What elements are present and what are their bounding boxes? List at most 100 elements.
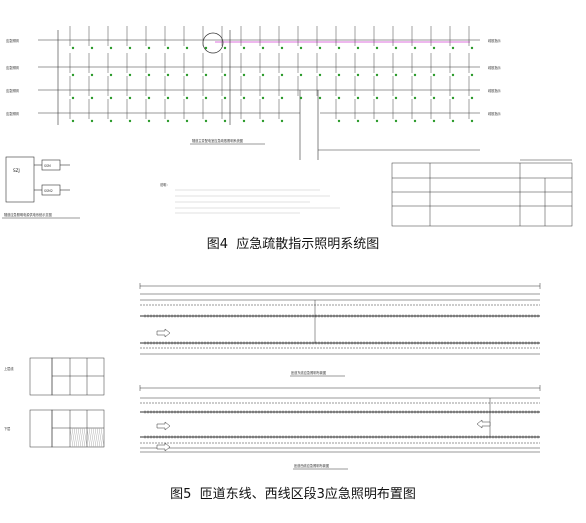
- luminaire-dot: [375, 46, 379, 50]
- luminaire-dot: [280, 96, 284, 100]
- luminaire-dot: [432, 96, 436, 100]
- luminaire-dot: [166, 119, 170, 123]
- fig5-caption: 图5 匝道东线、西线区段3应急照明布置图: [0, 483, 586, 502]
- luminaire-dot: [432, 119, 436, 123]
- luminaire-dot: [470, 73, 474, 77]
- luminaire-dot: [280, 73, 284, 77]
- hatch-line: [94, 427, 99, 448]
- luminaire-dot: [109, 96, 113, 100]
- luminaire-dot: [147, 46, 151, 50]
- luminaire-dot: [204, 119, 208, 123]
- svg-text:说明：: 说明：: [160, 182, 170, 187]
- luminaire-dot: [432, 73, 436, 77]
- fig4-luminaire-drops: [69, 26, 474, 123]
- luminaire-dot: [147, 96, 151, 100]
- luminaire-dot: [451, 119, 455, 123]
- luminaire-dot: [413, 119, 417, 123]
- luminaire-dot: [432, 46, 436, 50]
- hatch-line: [92, 427, 97, 448]
- fig4-caption-title: 应急疏散指示照明系统图: [236, 237, 380, 252]
- luminaire-dot: [166, 96, 170, 100]
- luminaire-dot: [147, 73, 151, 77]
- fig4-title-block: [391, 159, 573, 227]
- fig4-row-labels: 应急照明 应急照明 应急照明 应急照明: [6, 38, 19, 116]
- luminaire-dot: [204, 46, 208, 50]
- luminaire-dot: [109, 119, 113, 123]
- luminaire-dot: [280, 119, 284, 123]
- luminaire-dot: [185, 73, 189, 77]
- luminaire-dot: [185, 119, 189, 123]
- fig5-plan-top-title: 匝道东线应急照明布置图: [291, 370, 326, 375]
- luminaire-dot: [223, 119, 227, 123]
- fig5-side-label-bottom: 下层: [4, 426, 10, 431]
- luminaire-dot: [299, 73, 303, 77]
- luminaire-dot: [413, 46, 417, 50]
- fig4-box-ssm: SSM: [44, 164, 51, 168]
- fig4-box-left: SZJ: [13, 168, 20, 173]
- fig4-drawing-title: 隧道主变配电室应急疏散照明系统图: [192, 138, 243, 143]
- luminaire-dot: [166, 46, 170, 50]
- hatch-line: [69, 427, 74, 448]
- luminaire-dot: [337, 119, 341, 123]
- luminaire-dot: [394, 119, 398, 123]
- luminaire-dot: [413, 73, 417, 77]
- luminaire-dot: [261, 96, 265, 100]
- hatch-line: [90, 427, 95, 448]
- luminaire-dot: [128, 119, 132, 123]
- luminaire-dot: [128, 73, 132, 77]
- luminaire-dot: [223, 96, 227, 100]
- luminaire-dot: [356, 73, 360, 77]
- luminaire-dot: [394, 96, 398, 100]
- luminaire-dot: [90, 46, 94, 50]
- luminaire-dot: [261, 73, 265, 77]
- fig5-section-boxes: [29, 357, 105, 448]
- luminaire-dot: [223, 73, 227, 77]
- luminaire-dot: [147, 119, 151, 123]
- luminaire-dot: [280, 46, 284, 50]
- fig4-block-caption: 隧道应急照明电源供电系统示意图: [4, 212, 52, 217]
- luminaire-dot: [261, 46, 265, 50]
- svg-text:应急照明: 应急照明: [6, 111, 19, 116]
- luminaire-dot: [470, 119, 474, 123]
- luminaire-dot: [299, 46, 303, 50]
- hatch-line: [88, 427, 93, 448]
- luminaire-dot: [470, 46, 474, 50]
- hatch-line: [83, 427, 88, 448]
- luminaire-dot: [204, 73, 208, 77]
- luminaire-dot: [356, 119, 360, 123]
- luminaire-dot: [185, 96, 189, 100]
- fig5-side-label-top: 上层线: [4, 366, 14, 371]
- luminaire-dot: [337, 96, 341, 100]
- luminaire-dot: [71, 96, 75, 100]
- luminaire-dot: [166, 73, 170, 77]
- luminaire-dot: [394, 73, 398, 77]
- fig5-caption-label: 图5: [170, 487, 192, 502]
- luminaire-dot: [451, 46, 455, 50]
- fig4-supply-block: [2, 156, 80, 219]
- luminaire-dot: [375, 96, 379, 100]
- fig4-caption: 图4 应急疏散指示照明系统图: [0, 233, 586, 252]
- luminaire-dot: [318, 46, 322, 50]
- fig5-caption-title: 匝道东线、西线区段3应急照明布置图: [199, 487, 416, 502]
- fig4-notes: 说明：: [160, 182, 340, 214]
- luminaire-dot: [204, 96, 208, 100]
- fig5-luminaire-ticks: [144, 314, 539, 439]
- fig5-plan-bottom: [139, 385, 541, 453]
- hatch-line: [81, 427, 86, 448]
- luminaire-dot: [242, 73, 246, 77]
- luminaire-dot: [242, 96, 246, 100]
- luminaire-dot: [470, 96, 474, 100]
- fig4-right-labels: 疏散指示 疏散指示 疏散指示 疏散指示: [488, 38, 501, 116]
- luminaire-dot: [242, 119, 246, 123]
- svg-text:疏散指示: 疏散指示: [488, 65, 501, 70]
- luminaire-dot: [71, 73, 75, 77]
- luminaire-dot: [90, 119, 94, 123]
- luminaire-dot: [451, 73, 455, 77]
- luminaire-dot: [185, 46, 189, 50]
- luminaire-dot: [375, 119, 379, 123]
- luminaire-dot: [223, 46, 227, 50]
- luminaire-dot: [242, 46, 246, 50]
- luminaire-dot: [356, 46, 360, 50]
- luminaire-dot: [261, 119, 265, 123]
- svg-text:应急照明: 应急照明: [6, 38, 19, 43]
